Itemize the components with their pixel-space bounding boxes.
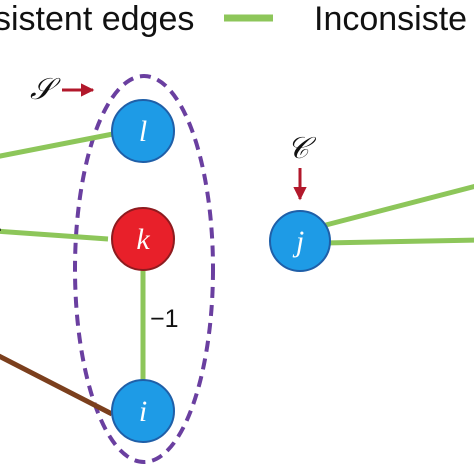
node-i: i <box>111 379 175 443</box>
partial-left-mark: · <box>0 216 3 241</box>
node-k-circle <box>111 207 175 271</box>
node-j: j <box>269 210 331 272</box>
set-s-pointer: 𝒮 <box>30 72 95 107</box>
node-j-circle <box>269 210 331 272</box>
edges <box>0 131 474 417</box>
node-l: l <box>111 99 175 163</box>
legend: sistent edges Inconsiste <box>0 0 467 38</box>
edge-j-to-right-lower <box>323 237 474 246</box>
set-s-boundary <box>73 74 215 464</box>
node-i-circle <box>111 379 175 443</box>
set-c-label: 𝒞 <box>287 131 317 166</box>
edge-left-to-i-inconsistent <box>0 353 114 417</box>
edge-j-to-right-upper <box>321 183 474 229</box>
set-s-label: 𝒮 <box>30 72 61 107</box>
edge-left-to-k <box>0 228 109 242</box>
node-l-label: l <box>139 115 147 148</box>
node-l-circle <box>111 99 175 163</box>
set-c-pointer: 𝒞 <box>287 131 317 201</box>
legend-inconsistent-text: Inconsiste <box>314 0 467 38</box>
node-k-label: k <box>136 223 150 256</box>
legend-consistent-text: sistent edges <box>0 0 194 38</box>
node-k: k <box>111 207 175 271</box>
edge-weight-label: −1 <box>150 305 179 333</box>
edge-left-to-l <box>0 131 114 159</box>
node-i-label: i <box>139 395 147 428</box>
node-j-label: j <box>292 225 304 258</box>
partial-left-glyph: · <box>0 304 1 329</box>
